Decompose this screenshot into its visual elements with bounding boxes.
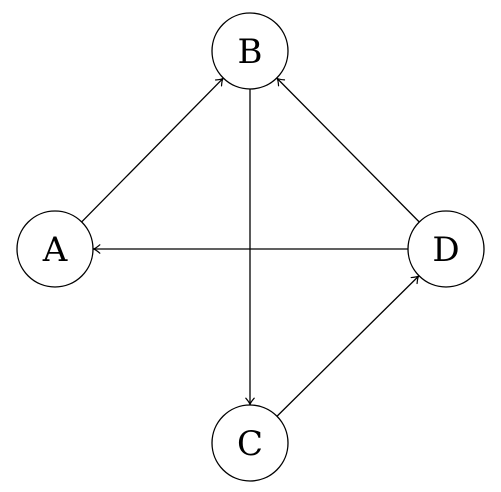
nodes-layer: A B C D (16, 12, 485, 482)
edges-layer (81, 77, 420, 417)
node-c-circle (211, 404, 289, 482)
node-a-circle (16, 210, 94, 288)
node-d-label: D (432, 230, 459, 270)
node-b-circle (211, 12, 289, 90)
node-d-circle (407, 210, 485, 288)
edge-d-to-b (276, 77, 420, 223)
node-d: D (407, 210, 485, 288)
node-a-label: A (42, 230, 68, 270)
edge-c-to-d (276, 275, 420, 417)
node-b: B (211, 12, 289, 90)
node-b-label: B (238, 32, 263, 72)
node-c: C (211, 404, 289, 482)
edge-b-to-c (245, 89, 255, 406)
edge-d-to-b-line (276, 77, 420, 223)
edge-c-to-d-line (276, 275, 420, 417)
edge-a-to-b-line (81, 77, 224, 223)
node-c-label: C (237, 424, 263, 464)
edge-a-to-b (81, 77, 224, 223)
node-a: A (16, 210, 94, 288)
